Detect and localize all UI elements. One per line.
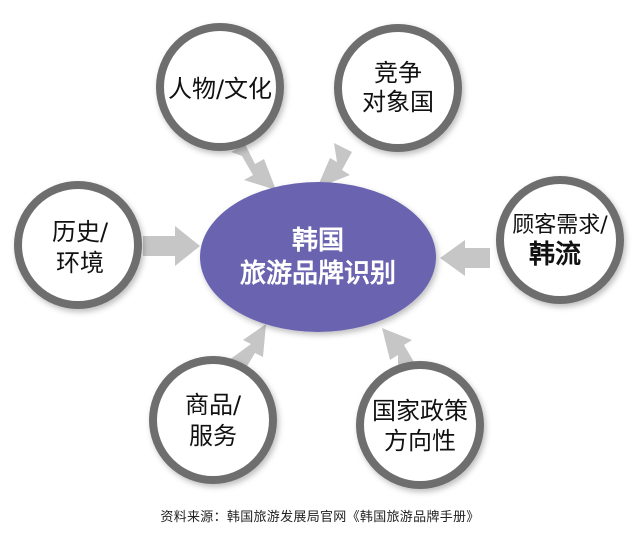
node-demand-label-line2: 韩流: [529, 240, 581, 270]
node-competition-label-line2: 对象国: [362, 88, 434, 116]
node-culture: 人物/文化: [156, 23, 284, 151]
center-label-line2: 旅游品牌识别: [240, 258, 396, 289]
node-policy: 国家政策 方向性: [356, 361, 484, 489]
node-history: 历史/ 环境: [14, 181, 142, 309]
node-products-label-line1: 商品/: [185, 391, 242, 419]
arrow-competition: [317, 143, 352, 188]
node-culture-label: 人物/文化: [168, 75, 272, 103]
source-caption: 资料来源：韩国旅游发展局官网《韩国旅游品牌手册》: [160, 510, 480, 525]
node-demand: 顾客需求/ 韩流: [496, 176, 624, 304]
node-products-label-line2: 服务: [189, 422, 237, 450]
node-history-label-line1: 历史/: [52, 218, 109, 246]
node-products: 商品/ 服务: [149, 356, 277, 484]
node-competition: 竞争 对象国: [334, 24, 462, 152]
arrow-culture: [231, 144, 276, 190]
center-node: 韩国 旅游品牌识别: [200, 182, 436, 332]
node-history-label-line2: 环境: [56, 249, 104, 277]
node-policy-label-line1: 国家政策: [372, 397, 468, 425]
node-competition-label-line1: 竞争: [374, 59, 422, 87]
arrow-demand: [440, 240, 490, 276]
arrow-history: [143, 226, 200, 266]
center-label-line1: 韩国: [292, 226, 344, 256]
node-demand-label-line1: 顾客需求/: [512, 213, 608, 238]
arrow-policy: [382, 328, 414, 372]
node-policy-label-line2: 方向性: [384, 427, 456, 455]
